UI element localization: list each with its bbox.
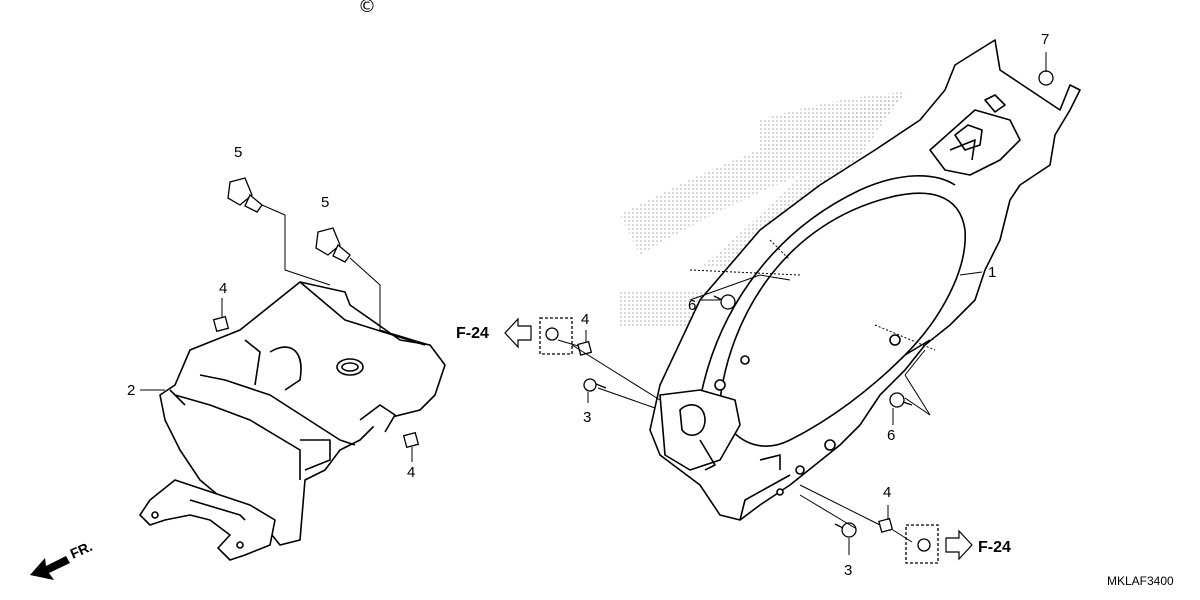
ref-arrow-left-icon bbox=[504, 317, 532, 349]
callout-4-bottom: 4 bbox=[883, 484, 892, 501]
nut-4-bottom bbox=[878, 517, 894, 533]
screw-3-center bbox=[583, 378, 607, 392]
grommet-7 bbox=[1038, 70, 1054, 86]
inner-fender-part bbox=[139, 281, 446, 561]
callout-4-left-lower: 4 bbox=[407, 464, 416, 481]
copyright-symbol: © bbox=[358, 0, 376, 17]
reference-f24-right: F-24 bbox=[978, 539, 1011, 556]
leader-lines bbox=[140, 52, 1047, 555]
ref-box-left bbox=[539, 317, 573, 355]
callout-6-right: 6 bbox=[887, 427, 896, 444]
callout-1: 1 bbox=[988, 264, 997, 281]
nut-4-left-upper bbox=[212, 315, 230, 333]
nut-4-left-lower bbox=[402, 431, 420, 449]
callout-4-center: 4 bbox=[581, 311, 590, 328]
fasteners bbox=[212, 70, 1054, 564]
clip-5-upper bbox=[227, 177, 263, 213]
callout-6-upper: 6 bbox=[688, 297, 697, 314]
callout-4-left-upper: 4 bbox=[219, 280, 228, 297]
callout-5-upper: 5 bbox=[234, 144, 243, 161]
callout-2: 2 bbox=[127, 382, 136, 399]
front-direction-arrow-icon bbox=[30, 556, 70, 580]
bolt-6-upper bbox=[713, 294, 736, 310]
callout-7: 7 bbox=[1041, 31, 1050, 48]
ref-arrow-right-icon bbox=[945, 529, 973, 561]
reference-f24-left: F-24 bbox=[456, 325, 489, 342]
callout-5-lower: 5 bbox=[321, 194, 330, 211]
clip-5-lower bbox=[315, 227, 351, 263]
diagram-code: MKLAF3400 bbox=[1107, 574, 1174, 588]
ref-box-right bbox=[905, 524, 939, 564]
callout-3-bottom: 3 bbox=[844, 562, 853, 579]
bolt-6-right bbox=[889, 392, 913, 408]
callout-3-center: 3 bbox=[583, 409, 592, 426]
main-tray-part bbox=[649, 39, 1081, 521]
screw-3-bottom bbox=[834, 522, 857, 538]
